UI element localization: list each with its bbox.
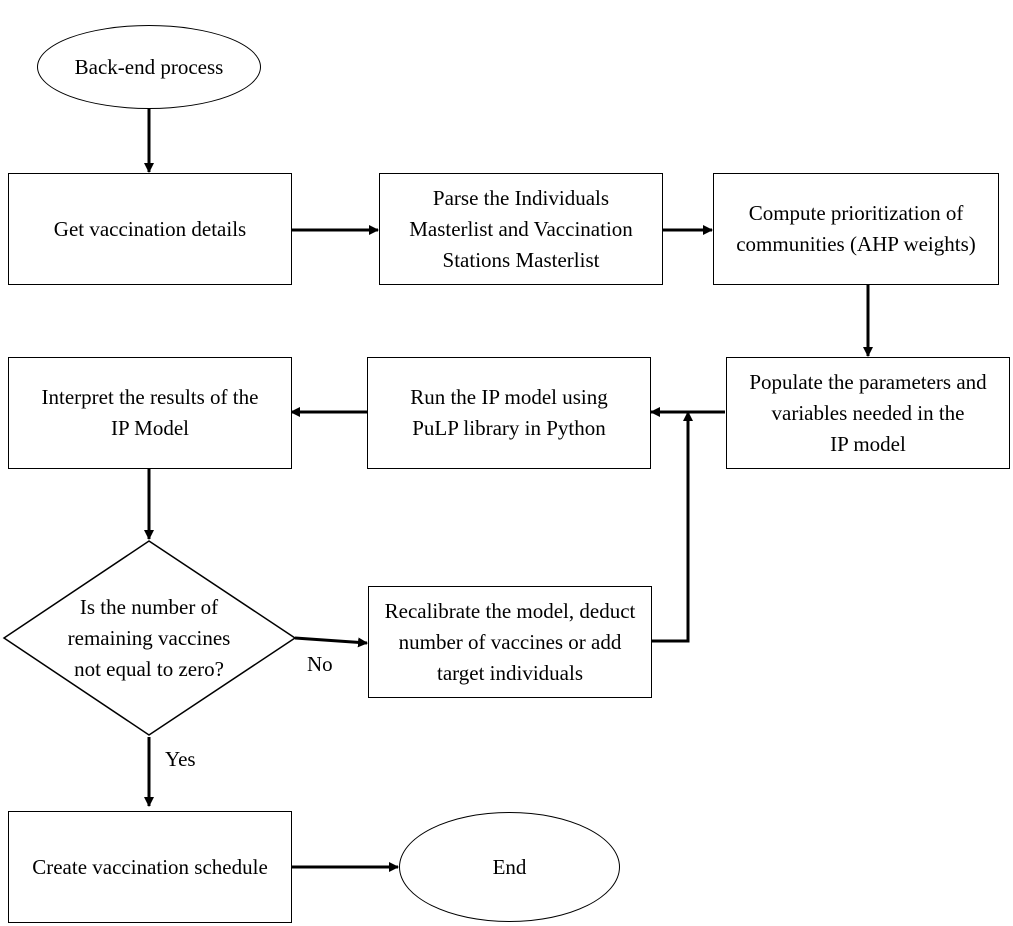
end-label: End — [492, 854, 527, 879]
compute-line-2: communities (AHP weights) — [736, 232, 976, 256]
compute-prioritization-box: Compute prioritization of communities (A… — [713, 173, 999, 285]
decision-diamond — [2, 540, 297, 736]
arrow-decision-to-recalibrate — [294, 636, 368, 648]
populate-line-3: IP model — [830, 431, 906, 456]
arrow-recalibrate-loop — [651, 411, 693, 643]
parse-line-1: Parse the Individuals — [432, 185, 610, 210]
decision-line-2: remaining vaccines — [67, 625, 231, 650]
decision-text: Is the number of remaining vaccines not … — [44, 590, 254, 686]
start-label: Back-end process — [74, 54, 224, 79]
parse-line-2: Masterlist and Vaccination — [409, 216, 633, 241]
yes-label: Yes — [165, 747, 196, 771]
create-schedule-label: Create vaccination schedule — [32, 854, 268, 879]
interpret-results-box: Interpret the results of the IP Model — [8, 357, 292, 469]
create-schedule-box: Create vaccination schedule — [8, 811, 292, 923]
start-node: Back-end process — [37, 25, 261, 109]
populate-line-1: Populate the parameters and — [749, 369, 987, 394]
end-node: End — [399, 812, 620, 922]
interpret-line-2: IP Model — [111, 416, 189, 440]
populate-parameters-box: Populate the parameters and variables ne… — [726, 357, 1010, 469]
get-vaccination-details-label: Get vaccination details — [53, 216, 247, 241]
populate-line-2: variables needed in the — [771, 400, 965, 425]
parse-masterlists-box: Parse the Individuals Masterlist and Vac… — [379, 173, 663, 285]
run-line-2: PuLP library in Python — [412, 416, 606, 440]
decision-line-3: not equal to zero? — [74, 656, 224, 681]
recalibrate-line-1: Recalibrate the model, deduct — [384, 598, 636, 623]
recalibrate-line-3: target individuals — [436, 660, 583, 685]
decision-line-1: Is the number of — [79, 594, 219, 619]
run-line-1: Run the IP model using — [410, 385, 608, 409]
compute-line-1: Compute prioritization of — [748, 201, 964, 225]
get-vaccination-details-box: Get vaccination details — [8, 173, 292, 285]
interpret-line-1: Interpret the results of the — [41, 385, 259, 409]
run-ip-model-box: Run the IP model using PuLP library in P… — [367, 357, 651, 469]
recalibrate-model-box: Recalibrate the model, deduct number of … — [368, 586, 652, 698]
no-label: No — [307, 652, 333, 676]
recalibrate-line-2: number of vaccines or add — [398, 629, 622, 654]
parse-line-3: Stations Masterlist — [442, 247, 600, 272]
